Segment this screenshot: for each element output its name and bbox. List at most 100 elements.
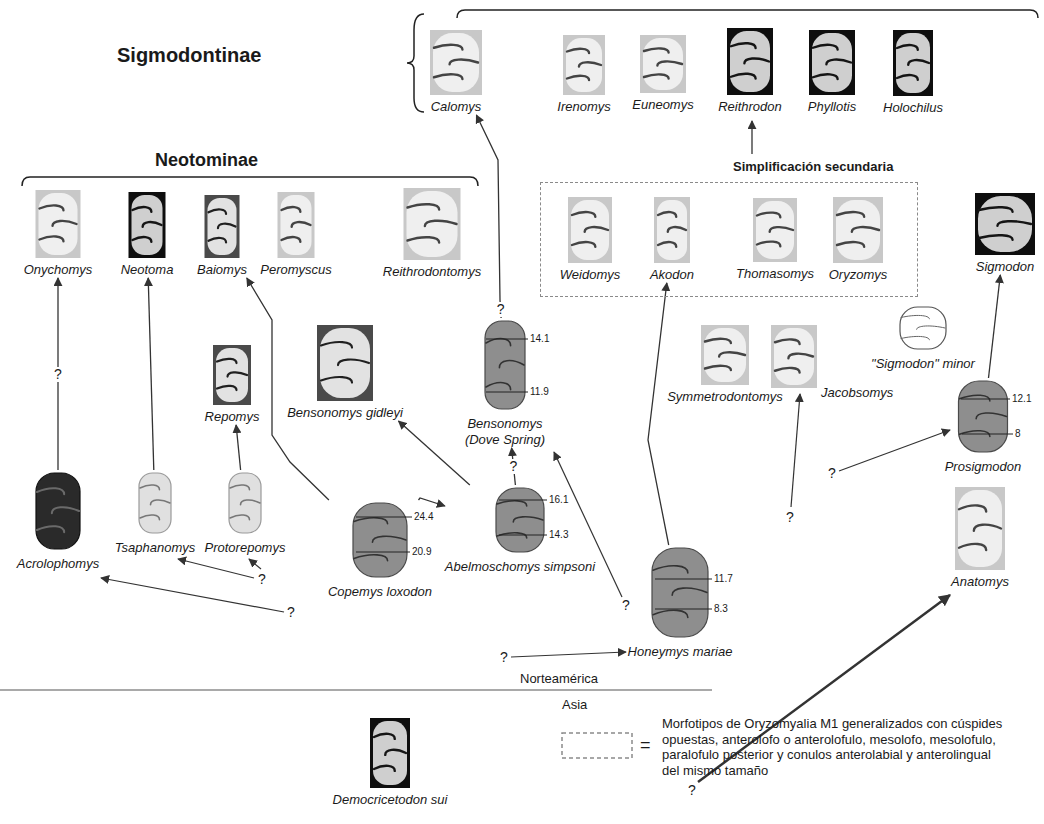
enamel-fold: [657, 61, 682, 65]
enamel-fold: [959, 544, 986, 550]
molar-crown: [353, 503, 407, 577]
measure-value: 24.4: [414, 511, 433, 523]
taxon-node: Democricetodon sui: [333, 718, 448, 808]
molar-illustration: [129, 192, 166, 258]
uncertainty-mark: ?: [287, 605, 295, 620]
taxon-node: Neotoma: [121, 192, 174, 278]
enamel-fold: [37, 526, 64, 532]
uncertain-arrow: [839, 430, 950, 471]
photo-ground: [975, 193, 1035, 255]
photo-ground: [213, 345, 251, 405]
enamel-fold: [499, 361, 524, 368]
enamel-fold: [658, 212, 676, 217]
molar-crown: [836, 200, 880, 260]
photo-ground: [370, 718, 410, 788]
photo-ground: [753, 198, 797, 262]
uncertainty-mark: ?: [258, 572, 266, 587]
enamel-fold: [979, 207, 1013, 211]
measure-line: [655, 609, 712, 610]
taxon-node: Irenomys: [557, 35, 610, 115]
edge-label: ?: [52, 367, 64, 382]
enamel-fold: [897, 45, 918, 50]
molar-crown: [320, 328, 370, 398]
molar-illustration: [485, 321, 525, 409]
taxon-node: Acrolophomys: [17, 470, 99, 572]
molar-crown: [959, 381, 1008, 452]
measure-line: [356, 552, 410, 553]
enamel-fold: [668, 227, 686, 232]
measure-value: 11.9: [530, 386, 549, 398]
uncertainty-mark: ?: [688, 783, 696, 798]
molar-illustration: [727, 28, 773, 95]
enamel-fold: [338, 359, 369, 365]
taxon-name: Sigmodon: [976, 259, 1035, 275]
enamel-fold: [374, 734, 395, 739]
taxon-name: Symmetrodontomys: [667, 389, 783, 405]
molar-illustration: [404, 188, 461, 260]
enamel-fold: [770, 227, 793, 232]
enamel-fold: [757, 242, 780, 247]
enamel-fold: [385, 750, 406, 755]
enamel-fold: [653, 566, 688, 573]
enamel-fold: [901, 336, 929, 339]
measure-value: 14.1: [530, 333, 549, 345]
photo-ground: [640, 35, 686, 93]
measure-value: 11.7: [714, 573, 733, 585]
photo-ground: [36, 190, 81, 258]
clade-bracket: [22, 177, 478, 186]
uncertain-arrow: [249, 559, 261, 569]
enamel-fold: [217, 386, 236, 390]
enamel-fold: [974, 525, 1001, 531]
taxon-name: Irenomys: [557, 99, 610, 115]
molar-illustration: [317, 325, 373, 401]
taxon-name: Honeymys mariae: [628, 644, 733, 660]
taxon-name: Calomys: [431, 99, 482, 115]
enamel-fold: [486, 339, 511, 346]
molar-illustration: [701, 325, 749, 385]
edge-label: ?: [508, 459, 520, 474]
molar-illustration: [753, 198, 797, 262]
taxon-node: Bensonomys gidleyi: [287, 325, 403, 421]
molar-illustration: [36, 473, 80, 549]
measure-line: [486, 339, 528, 340]
enamel-fold: [959, 505, 986, 511]
photo-ground: [568, 197, 612, 263]
taxon-name: Bensonomys (Dove Spring): [457, 416, 553, 448]
enamel-fold: [282, 237, 301, 242]
taxon-name: Acrolophomys: [17, 556, 99, 572]
taxon-node: Akodon: [650, 197, 694, 283]
molar-illustration: [654, 197, 690, 263]
taxon-name: Bensonomys gidleyi: [287, 405, 403, 421]
enamel-fold: [813, 74, 838, 79]
enamel-fold: [450, 60, 478, 65]
taxon-node: Prosigmodon: [945, 378, 1022, 475]
molar-crown: [132, 195, 163, 255]
uncertain-arrow: [101, 578, 284, 612]
photo-ground: [430, 30, 482, 95]
simplification-arrow: [751, 121, 752, 154]
enamel-fold: [230, 485, 249, 490]
enamel-fold: [653, 610, 688, 617]
enamel-fold: [572, 212, 595, 217]
molar-crown: [407, 191, 458, 257]
enamel-fold: [354, 518, 388, 524]
clade-brace: [407, 14, 424, 112]
measure-value: 20.9: [412, 546, 431, 558]
enamel-fold: [979, 235, 1013, 239]
enamel-fold: [140, 485, 159, 490]
taxon-name: Reithrodontomys: [383, 264, 481, 280]
taxon-node: Anatomys: [951, 487, 1009, 590]
taxon-node: Thomasomys: [736, 198, 814, 282]
uncertain-arrow: [178, 559, 254, 578]
enamel-fold: [744, 58, 769, 63]
molar-crown: [730, 31, 770, 92]
molar-illustration: [278, 192, 315, 258]
enamel-fold: [997, 221, 1031, 225]
taxon-name: Jacobsomys: [821, 385, 893, 401]
taxon-name: Repomys: [205, 409, 260, 425]
taxon-name: Baiomys: [197, 262, 247, 278]
molar-crown: [900, 307, 946, 349]
taxon-node: Weidomys: [560, 197, 620, 283]
